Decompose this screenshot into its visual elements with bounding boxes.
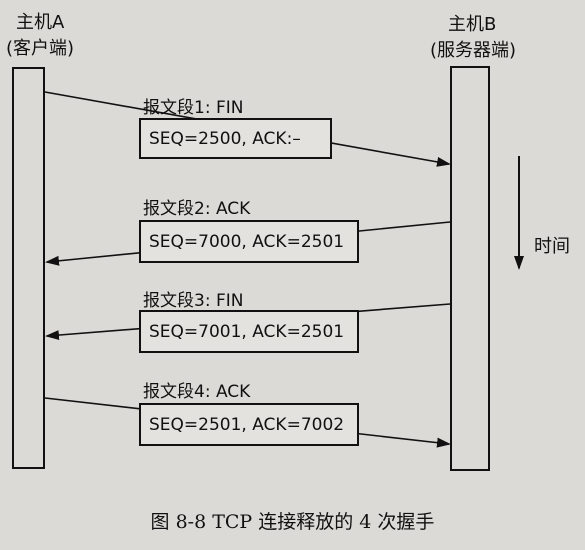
host-b-title: 主机B <box>448 14 497 35</box>
segment-2-label: 报文段2: ACK <box>143 199 251 219</box>
segment-1-box: SEQ=2500, ACK:– <box>139 118 332 159</box>
segment-4-label: 报文段4: ACK <box>143 382 251 402</box>
host-b-timeline <box>450 66 490 471</box>
segment-3-box: SEQ=7001, ACK=2501 <box>139 310 359 353</box>
segment-1-label: 报文段1: FIN <box>143 98 244 118</box>
segment-2-box: SEQ=7000, ACK=2501 <box>139 220 359 263</box>
host-a-title: 主机A <box>16 12 65 33</box>
segment-3-label: 报文段3: FIN <box>143 291 244 311</box>
host-b-subtitle: (服务器端) <box>430 40 517 61</box>
time-label: 时间 <box>534 236 570 257</box>
segment-4-box: SEQ=2501, ACK=7002 <box>139 403 359 446</box>
host-a-subtitle: (客户端) <box>6 38 75 59</box>
host-a-timeline <box>12 67 45 469</box>
figure-caption: 图 8-8 TCP 连接释放的 4 次握手 <box>150 511 435 533</box>
